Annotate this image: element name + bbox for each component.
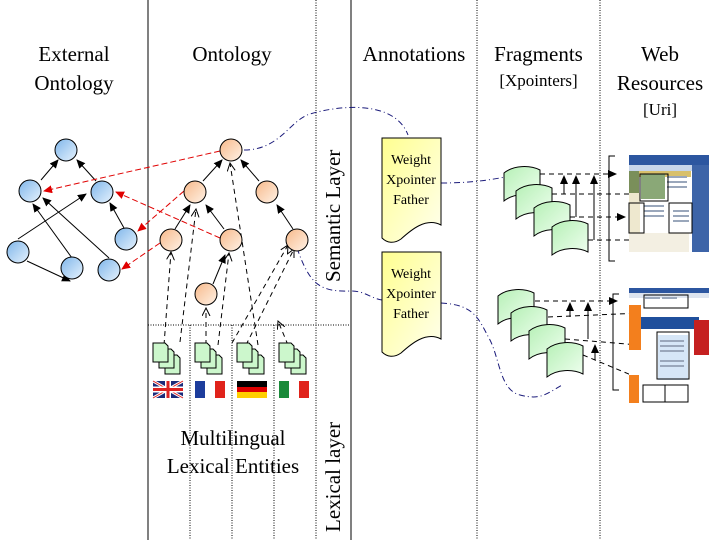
- header-external-ontology: External Ontology: [34, 42, 114, 95]
- annotation-weight: Weight: [390, 267, 432, 282]
- lexical-stack-italian: [278, 342, 307, 375]
- annotation-text-1: Weight Xpointer Father: [382, 151, 440, 211]
- ontology-node: [159, 228, 183, 252]
- web-resource-thumbnail-2: [629, 288, 709, 403]
- fragment-group-1: [503, 155, 663, 262]
- ontology-node: [194, 282, 218, 306]
- header-web-resources: Web Resources [Uri]: [600, 40, 720, 122]
- fragment: [546, 342, 584, 379]
- header-fragments-title: Fragments: [494, 42, 583, 66]
- column-dividers: [147, 0, 601, 540]
- semantic-layer-label: Semantic Layer: [321, 149, 345, 282]
- ontology-nodes: [159, 138, 309, 306]
- multilingual-lexical-entities-label: Multilingual Lexical Entities: [166, 426, 300, 478]
- lexical-entity-stacks: [152, 342, 307, 375]
- ontology-node: [255, 180, 279, 204]
- ontology-node: [219, 138, 243, 162]
- annotation-father: Father: [393, 193, 429, 208]
- annotation-father: Father: [393, 307, 429, 322]
- annotation-document-2: [381, 251, 442, 357]
- link-curves: [243, 106, 563, 398]
- header-web-resources-subtitle: [Uri]: [643, 100, 677, 119]
- annotation-xpointer: Xpointer: [386, 173, 436, 188]
- link-curve-annot1: [440, 176, 506, 184]
- bracket: [608, 155, 615, 262]
- annotation-document-1: [381, 137, 442, 243]
- lexicalization-links: [163, 163, 294, 346]
- external-node: [6, 240, 30, 264]
- web-resource-thumbnail-1: [628, 155, 709, 252]
- external-node: [18, 179, 42, 203]
- external-node: [54, 138, 78, 162]
- header-fragments: Fragments [Xpointers]: [477, 40, 600, 93]
- fragment: [551, 220, 589, 257]
- annotation-text-2: Weight Xpointer Father: [382, 265, 440, 325]
- external-node: [90, 180, 114, 204]
- header-fragments-subtitle: [Xpointers]: [499, 71, 578, 90]
- ontology-edges: [174, 159, 294, 285]
- flag-germany-icon: [237, 381, 267, 398]
- bracket: [612, 293, 619, 391]
- ontology-mappings: [43, 150, 221, 270]
- link-curve-top: [243, 106, 409, 151]
- lexical-stack-german: [236, 342, 265, 375]
- external-node: [114, 227, 138, 251]
- ontology-node: [183, 180, 207, 204]
- flag-italy-icon: [279, 381, 309, 398]
- ontology-node: [285, 228, 309, 252]
- flag-uk-icon: [152, 379, 184, 400]
- header-web-resources-title: Web Resources: [616, 42, 704, 95]
- lexical-stack-french: [194, 342, 223, 375]
- ontology-node: [219, 228, 243, 252]
- fragment-group-2: [497, 289, 665, 391]
- external-node: [97, 258, 121, 282]
- lexical-layer-label: Lexical layer: [321, 421, 345, 532]
- annotation-xpointer: Xpointer: [386, 287, 436, 302]
- header-annotations: Annotations: [362, 42, 466, 66]
- lexical-stack-english: [152, 342, 181, 375]
- annotation-weight: Weight: [390, 153, 432, 168]
- external-node: [60, 256, 84, 280]
- external-ontology-edges: [17, 159, 125, 282]
- external-ontology-nodes: [6, 138, 138, 282]
- flag-france-icon: [195, 381, 225, 398]
- header-ontology: Ontology: [192, 42, 272, 66]
